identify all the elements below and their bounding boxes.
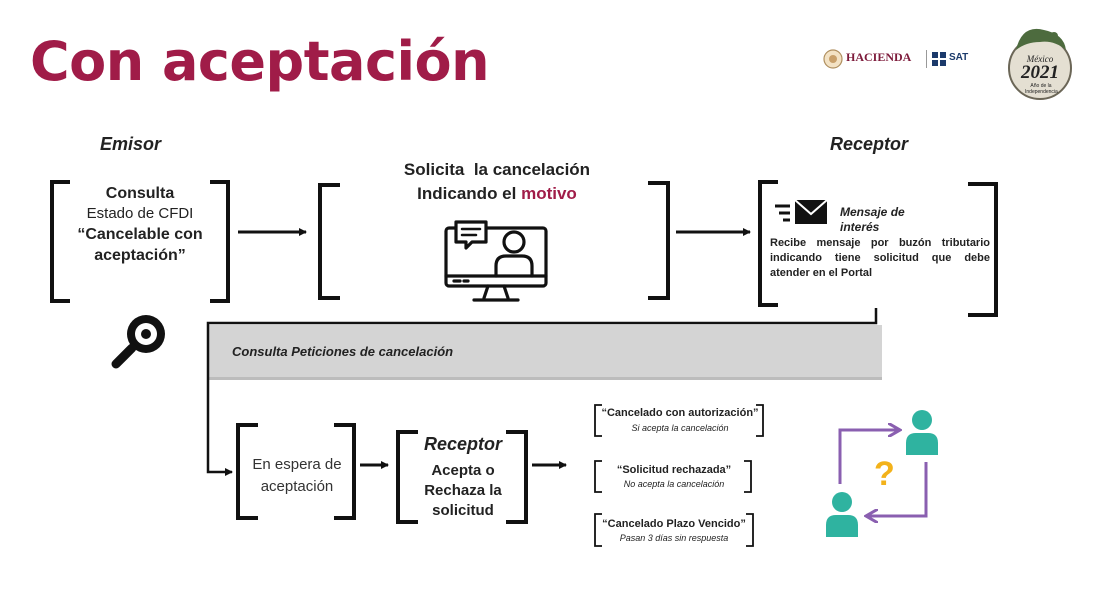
solicita-line2-text: Indicando el (417, 184, 522, 203)
outcome-title: “Solicitud rechazada” (616, 464, 732, 476)
receptor-bottom-heading: Receptor (423, 434, 503, 454)
seal-motto: Año de la Independencia (1025, 83, 1058, 95)
seal-year: 2021 (1021, 62, 1059, 83)
computer-user-icon (440, 218, 552, 311)
receptor-heading: Receptor (830, 134, 909, 154)
solicita-brackets (318, 181, 670, 300)
outcome-rechazada: “Solicitud rechazada” No acepta la cance… (600, 464, 748, 489)
outcome-brackets (594, 404, 764, 547)
mensaje-title: Mensaje de interés (840, 205, 905, 234)
question-icon: ? (874, 455, 895, 493)
receptor-bottom-brackets (396, 430, 528, 524)
receptor-brackets (758, 180, 998, 317)
sat-logo: SAT (932, 50, 992, 70)
outcome-sub: Pasan 3 días sin respuesta (619, 533, 729, 543)
envelope-fast-icon (773, 198, 831, 237)
receptor-bottom-box: Receptor Acepta o Rechaza la solicitud (408, 434, 518, 521)
logo-divider (926, 50, 927, 68)
hacienda-logo: HACIENDA (822, 46, 922, 72)
espera-label: En espera de aceptación (252, 456, 342, 495)
person-top-icon (906, 410, 938, 455)
sat-label: SAT (949, 52, 969, 63)
mexico-2021-seal: México 2021 Año de la Independencia (1004, 20, 1076, 100)
outcome-vencido: “Cancelado Plazo Vencido” Pasan 3 días s… (598, 518, 750, 543)
emisor-line2: Estado de CFDI (86, 205, 194, 222)
exchange-arrows (838, 430, 928, 516)
solicita-box: Solicita la cancelación Indicando el mot… (360, 160, 634, 204)
espera-brackets (236, 423, 356, 520)
consulta-bar-label: Consulta Peticiones de cancelación (232, 344, 454, 359)
page-title: Con aceptación (30, 30, 490, 93)
outcome-title: “Cancelado Plazo Vencido” (602, 518, 746, 530)
emisor-brackets (50, 180, 230, 303)
emisor-line1: Consulta (105, 185, 175, 202)
return-connector (206, 308, 878, 476)
emisor-line3: “Cancelable con aceptación” (77, 226, 203, 264)
motivo-text: motivo (521, 184, 577, 203)
outcome-title: “Cancelado con autorización” (601, 407, 759, 419)
emisor-box: Consulta Estado de CFDI “Cancelable con … (58, 185, 222, 266)
mensaje-body: Recibe mensaje por buzón tributario indi… (770, 237, 990, 279)
seal-mexico: México (1026, 54, 1054, 64)
outcome-autorizacion: “Cancelado con autorización” Si acepta l… (600, 407, 760, 433)
emisor-heading: Emisor (100, 134, 162, 154)
person-bottom-icon (826, 492, 858, 537)
solicita-line2: Indicando el motivo (360, 184, 634, 204)
outcome-sub: Si acepta la cancelación (631, 423, 729, 433)
consulta-bar (208, 325, 882, 377)
people-exchange-icon: ? (820, 405, 950, 545)
solicita-line1: Solicita la cancelación (403, 160, 591, 179)
outcome-sub: No acepta la cancelación (623, 479, 725, 489)
magnifier-icon (108, 308, 172, 377)
receptor-bottom-body: Acepta o Rechaza la solicitud (424, 462, 502, 519)
hacienda-label: HACIENDA (846, 50, 912, 64)
